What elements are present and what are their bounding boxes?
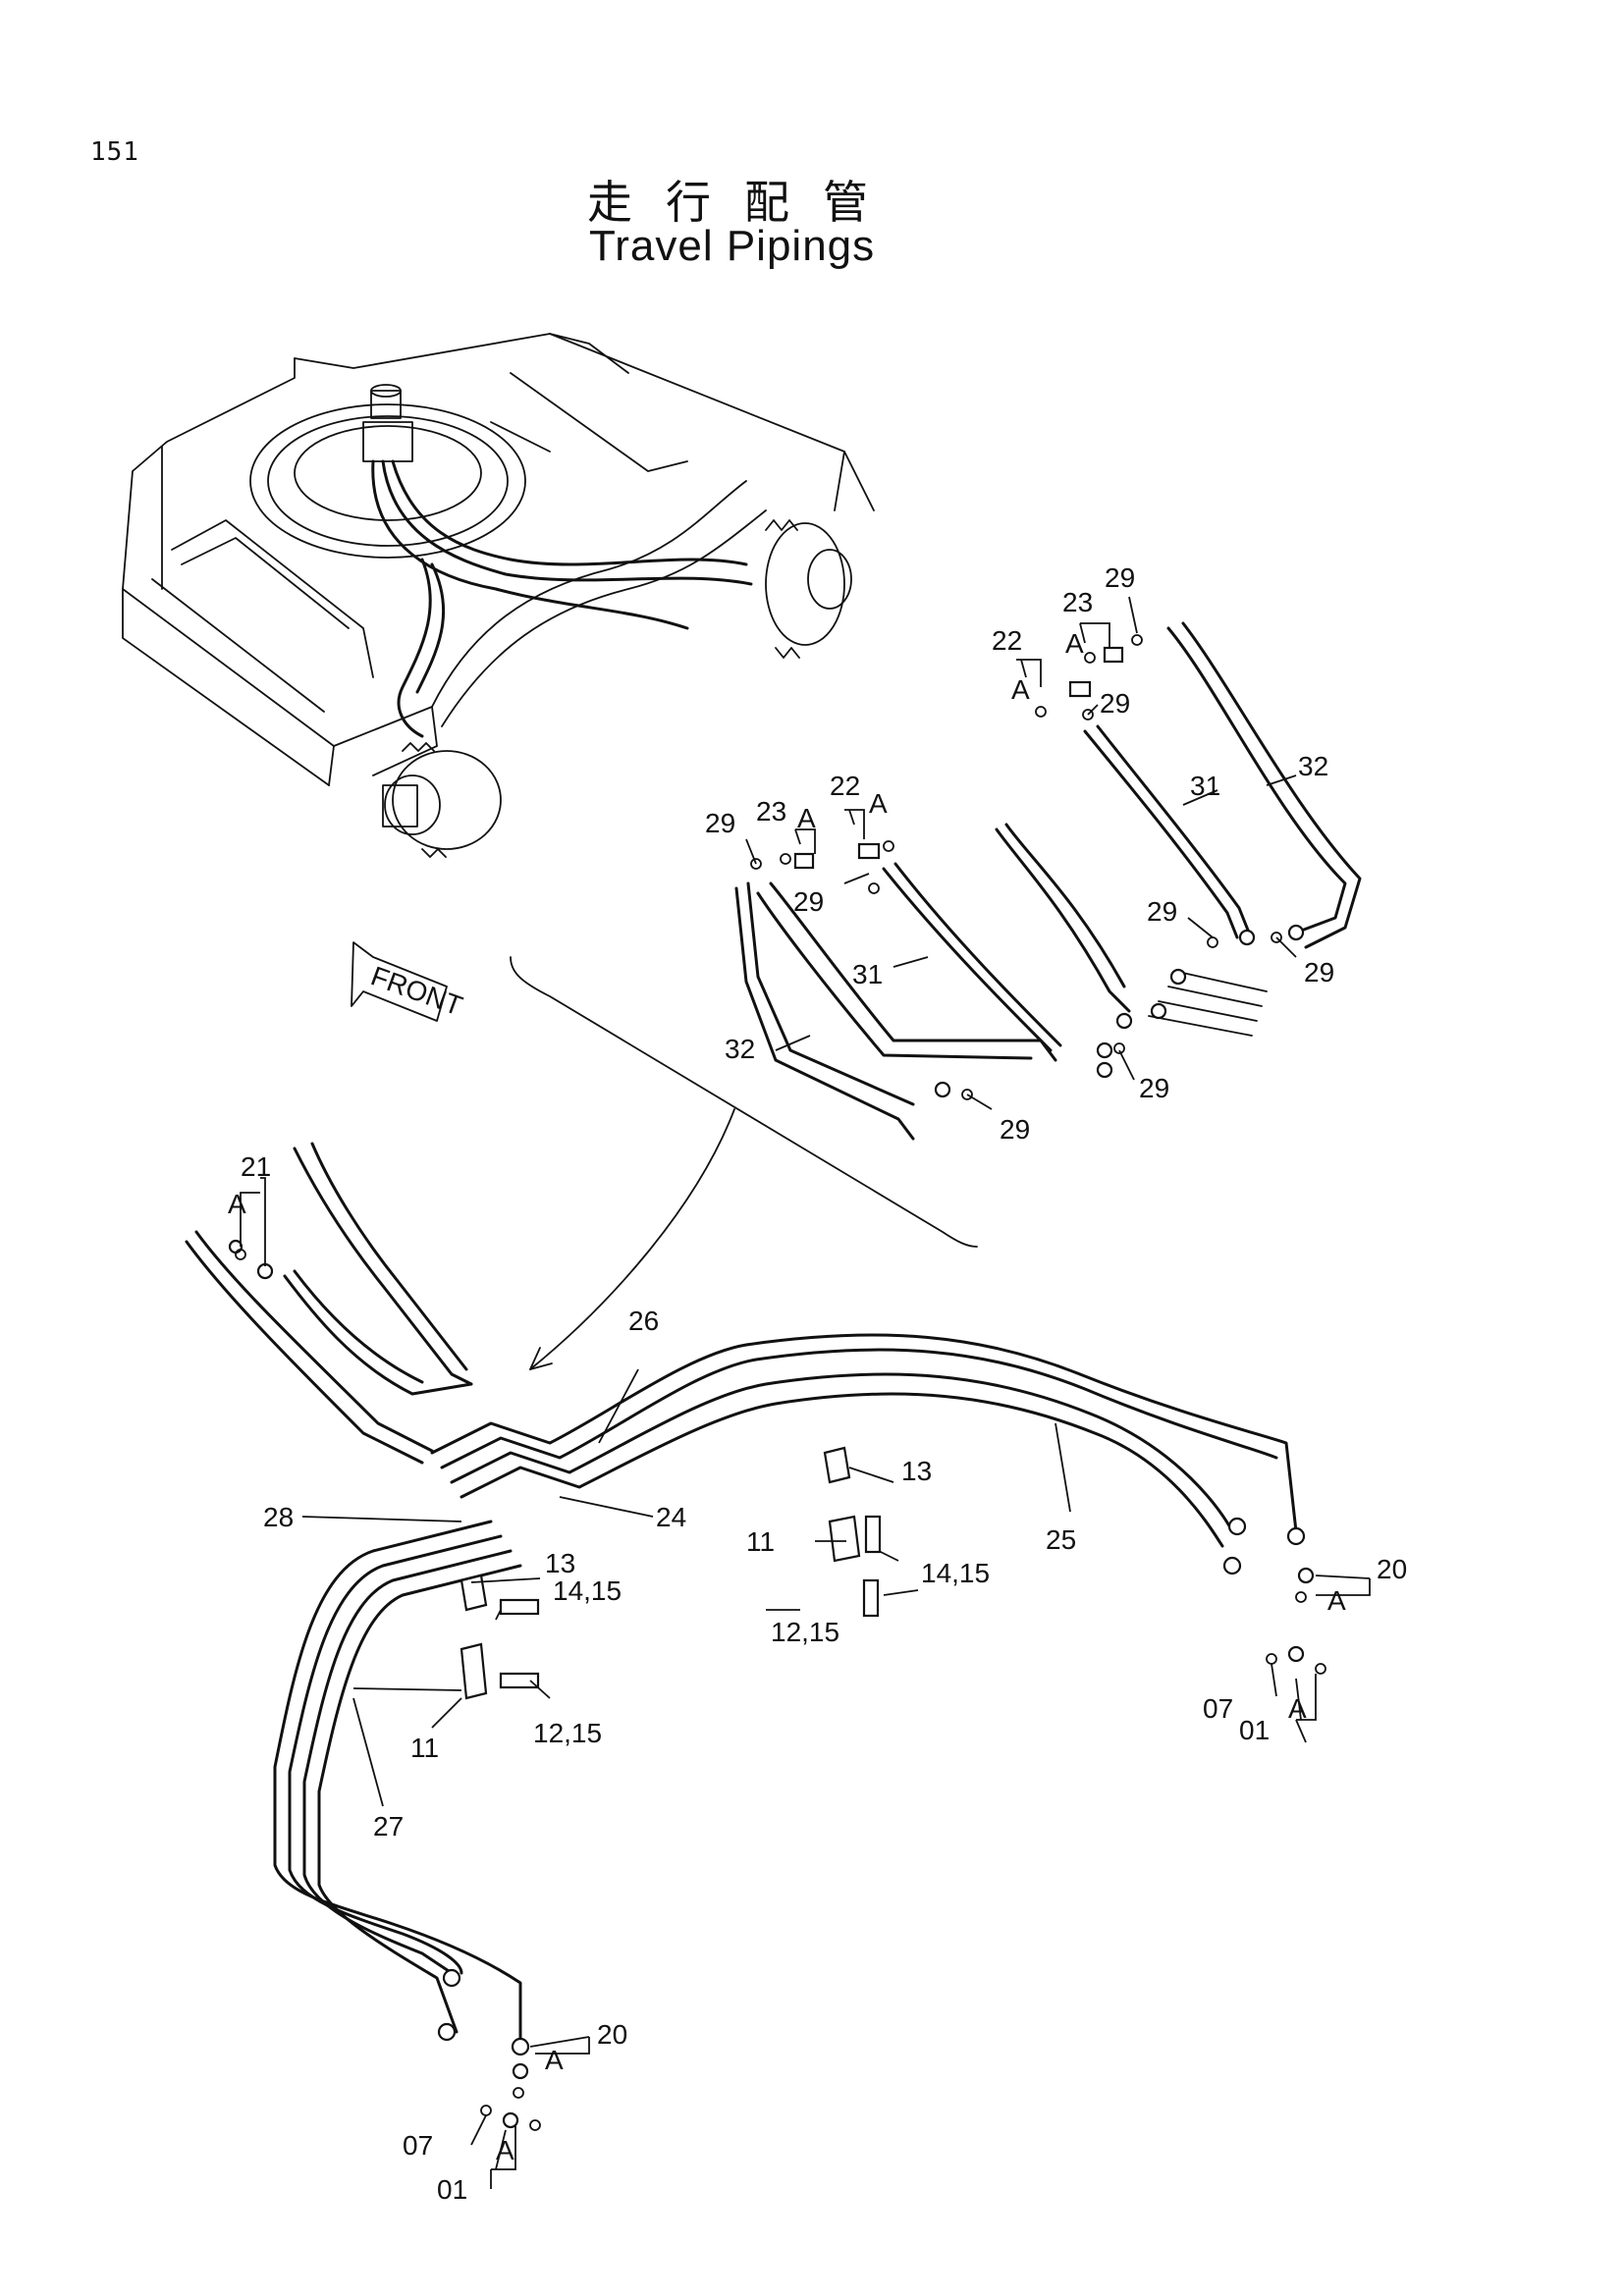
callout: 14,15 bbox=[921, 1558, 990, 1588]
callout: 01 bbox=[1239, 1715, 1270, 1745]
callout: 29 bbox=[705, 808, 735, 838]
callout: 20 bbox=[1377, 1554, 1407, 1584]
callout: 11 bbox=[746, 1526, 775, 1557]
callout: 29 bbox=[1304, 957, 1334, 988]
callout: 26 bbox=[628, 1306, 659, 1336]
callout: 29 bbox=[793, 886, 824, 917]
callout: 25 bbox=[1046, 1524, 1076, 1555]
callout: 13 bbox=[545, 1548, 575, 1578]
title-english: Travel Pipings bbox=[589, 222, 876, 270]
callout: 29 bbox=[1147, 896, 1177, 927]
callout: 22 bbox=[830, 771, 860, 801]
leader-lines bbox=[240, 596, 1371, 2189]
callout: 13 bbox=[901, 1456, 932, 1486]
callout: 22 bbox=[992, 625, 1022, 656]
callout: 28 bbox=[263, 1502, 294, 1532]
callout: 32 bbox=[725, 1034, 755, 1064]
hose-assembly-upper bbox=[734, 621, 1362, 1141]
callout: A bbox=[1011, 674, 1030, 705]
callout: 11 bbox=[410, 1733, 439, 1763]
reference-curve bbox=[510, 956, 978, 1370]
callout: A bbox=[545, 2045, 564, 2075]
callout: 31 bbox=[1190, 771, 1220, 801]
callout: A bbox=[1065, 628, 1084, 659]
tube-assembly-lower bbox=[185, 1142, 1326, 2131]
page-number: 151 bbox=[90, 137, 139, 167]
callout: 31 bbox=[852, 959, 883, 989]
title-japanese: 走行配管 bbox=[587, 176, 901, 229]
callout: A bbox=[869, 788, 888, 819]
callout: A bbox=[1288, 1693, 1307, 1724]
callout: 29 bbox=[1100, 688, 1130, 719]
callout: 24 bbox=[656, 1502, 686, 1532]
callout: 23 bbox=[756, 796, 786, 827]
callout: 29 bbox=[1105, 562, 1135, 593]
callout: A bbox=[797, 803, 816, 833]
callout: A bbox=[228, 1189, 246, 1219]
callout: 14,15 bbox=[553, 1575, 622, 1606]
track-frame-illustration bbox=[122, 333, 875, 1022]
callout: 32 bbox=[1298, 751, 1328, 781]
callout: 27 bbox=[373, 1811, 404, 1842]
callout: 12,15 bbox=[771, 1617, 839, 1647]
callout: 23 bbox=[1062, 587, 1093, 617]
callout: 07 bbox=[1203, 1693, 1233, 1724]
callout: 12,15 bbox=[533, 1718, 602, 1748]
callout: A bbox=[1327, 1585, 1346, 1616]
callout: 21 bbox=[241, 1151, 271, 1182]
callout: 29 bbox=[1000, 1114, 1030, 1145]
callout: 07 bbox=[403, 2130, 433, 2161]
callout: 01 bbox=[437, 2174, 467, 2205]
callout: A bbox=[496, 2135, 514, 2165]
callout: 20 bbox=[597, 2019, 627, 2050]
callout: 29 bbox=[1139, 1073, 1169, 1103]
callout-labels: 29 23 A 22 A 29 32 31 29 23 A 22 A 29 31… bbox=[228, 562, 1407, 2205]
